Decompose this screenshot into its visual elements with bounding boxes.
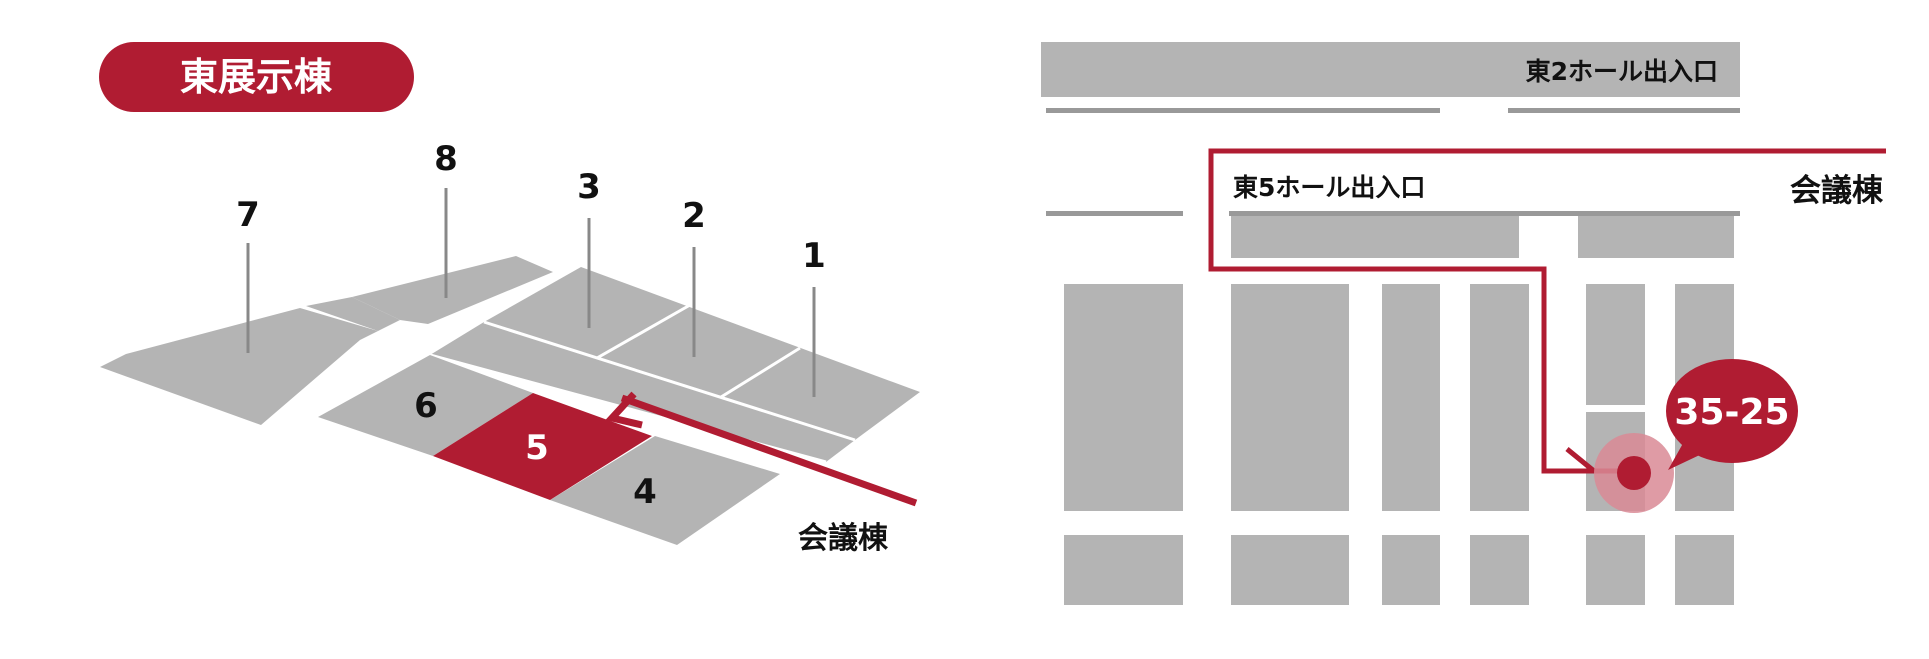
block-row2-5 xyxy=(1586,535,1645,605)
block-row1-5a xyxy=(1586,284,1645,405)
wall-top-left xyxy=(1046,108,1440,113)
overview-conference-label: 会議棟 xyxy=(798,521,889,556)
block-row1-4 xyxy=(1470,284,1529,511)
title-badge-background xyxy=(99,42,414,112)
detail-route-arrowhead xyxy=(1565,447,1602,474)
booth-marker-dot xyxy=(1617,456,1651,490)
block-row2-3 xyxy=(1382,535,1440,605)
detail-route-line xyxy=(1208,148,1886,474)
overview-map: 7 8 3 2 1 6 5 4 会議棟 xyxy=(100,139,920,556)
booth-callout: 35-25 xyxy=(1666,359,1798,470)
corridor-line-top xyxy=(483,320,856,442)
hall-5-label: 5 xyxy=(525,428,549,468)
detail-map: 東2ホール出入口 東5ホール出入口 会議棟 xyxy=(1041,42,1886,605)
block-row1-3 xyxy=(1382,284,1440,511)
hall-4-block xyxy=(550,436,780,545)
block-row1-2 xyxy=(1231,284,1349,511)
hall-8-label: 8 xyxy=(434,139,458,179)
hall-6-block xyxy=(318,355,533,456)
corridor-block xyxy=(430,322,855,462)
entrance-top-bar xyxy=(1041,42,1740,97)
route-arrowhead xyxy=(605,391,643,429)
block-row2-1 xyxy=(1064,535,1183,605)
block-row2-6 xyxy=(1675,535,1734,605)
wall-top-right xyxy=(1508,108,1740,113)
route-line xyxy=(620,394,918,507)
hall-7-label: 7 xyxy=(236,195,260,235)
block-row1-1 xyxy=(1064,284,1183,511)
block-row2-4 xyxy=(1470,535,1529,605)
entrance-main-label: 東5ホール出入口 xyxy=(1233,173,1425,202)
title-badge-label: 東展示棟 xyxy=(180,55,333,99)
hall-5-block xyxy=(433,393,652,500)
hall-2-label: 2 xyxy=(682,196,706,236)
booth-callout-bubble xyxy=(1666,359,1798,463)
booth-callout-tail xyxy=(1668,438,1706,470)
block-upper-1 xyxy=(1231,216,1519,258)
block-upper-2 xyxy=(1578,216,1734,258)
hall-8-connector-block xyxy=(306,297,400,331)
hall-3-label: 3 xyxy=(577,167,601,207)
wall-mid-left xyxy=(1046,211,1183,216)
entrance-top-label: 東2ホール出入口 xyxy=(1526,57,1718,86)
hall-1-label: 1 xyxy=(802,236,826,276)
title-badge: 東展示棟 xyxy=(99,42,414,112)
hall-6-label: 6 xyxy=(414,386,438,426)
halls-1-2-3-block xyxy=(484,267,920,440)
divider-3-2 xyxy=(589,303,691,364)
block-row2-2 xyxy=(1231,535,1349,605)
hall-8-block xyxy=(352,256,553,324)
detail-conference-label: 会議棟 xyxy=(1790,173,1884,209)
booth-callout-label: 35-25 xyxy=(1674,392,1789,433)
hall-4-label: 4 xyxy=(633,472,657,512)
hall-7-block xyxy=(100,308,378,425)
wall-mid-right xyxy=(1229,211,1740,216)
